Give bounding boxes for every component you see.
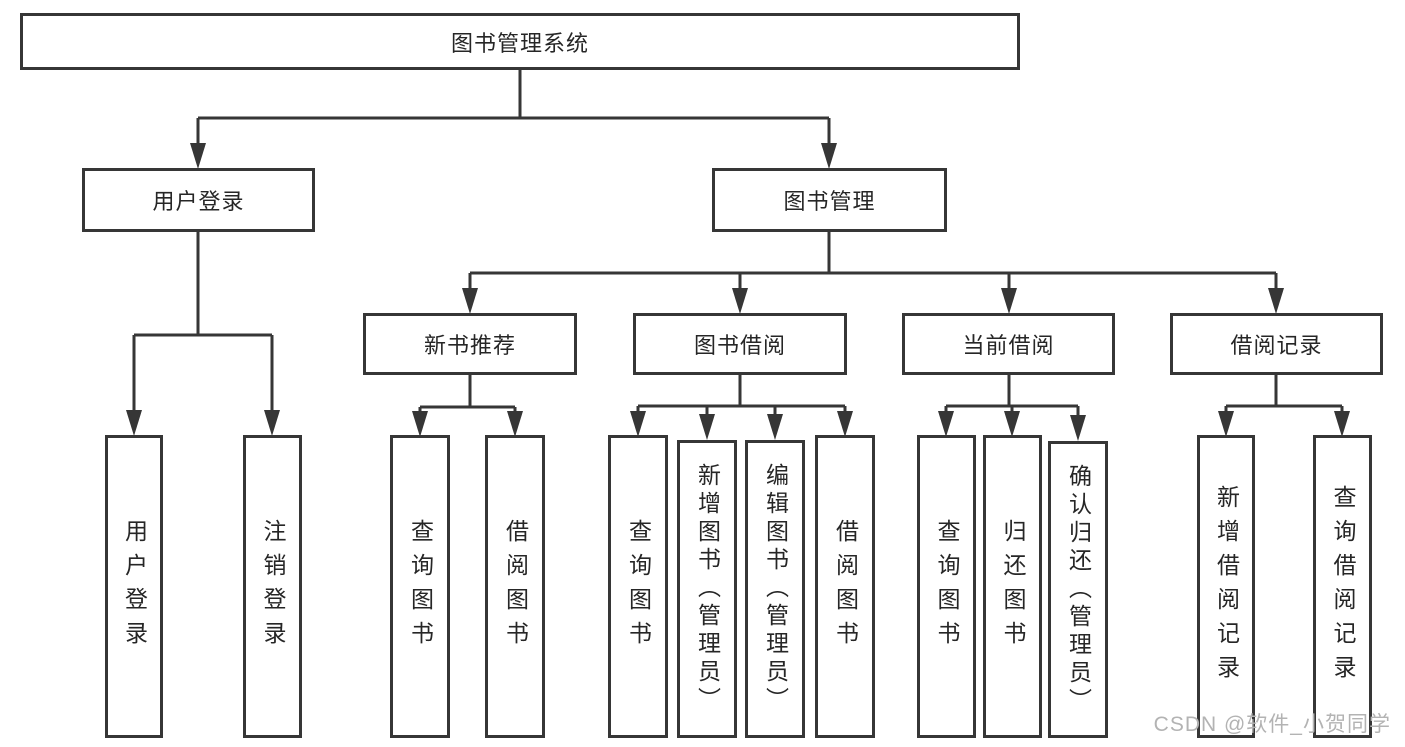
leaf-records-query-record: 查询借阅记录 [1313, 435, 1372, 738]
connector-current-borrowing-to-leaves [938, 375, 1086, 441]
leaf-borrow-borrow-books-label: 借阅图书 [832, 518, 859, 655]
leaf-user-login-label: 用户登录 [121, 518, 148, 655]
csdn-watermark: CSDN @软件_小贺同学 [1153, 713, 1391, 736]
leaf-records-add-record-label: 新增借阅记录 [1213, 484, 1240, 689]
arrowhead [630, 411, 646, 437]
leaf-logout-label: 注销登录 [260, 518, 286, 655]
connector-borrow-records-to-leaves [1218, 375, 1350, 437]
leaf-current-query-books-label: 查询图书 [934, 518, 960, 655]
arrowhead [1268, 288, 1284, 314]
leaf-records-add-record: 新增借阅记录 [1197, 435, 1255, 738]
connector-book-borrowing-to-leaves [630, 375, 853, 440]
connector-line [196, 70, 831, 143]
node-borrow-records: 借阅记录 [1170, 313, 1383, 375]
leaf-borrow-query-books: 查询图书 [608, 435, 668, 738]
leaf-borrow-add-books-admin: 新增图书（管理员） [677, 440, 737, 738]
leaf-recommend-query-books: 查询图书 [390, 435, 450, 738]
arrowhead [1004, 411, 1020, 437]
node-borrow-records-label: 借阅记录 [1230, 333, 1323, 358]
node-book-management: 图书管理 [712, 168, 947, 232]
node-root: 图书管理系统 [20, 13, 1020, 70]
arrowhead [837, 411, 853, 437]
leaf-current-return-books-label: 归还图书 [1000, 518, 1026, 655]
arrowhead [767, 414, 783, 440]
node-user-login-label: 用户登录 [152, 189, 245, 214]
arrowhead [821, 143, 837, 169]
leaf-borrow-edit-books-admin-label: 编辑图书（管理员） [762, 463, 789, 715]
node-current-borrowing: 当前借阅 [902, 313, 1115, 375]
leaf-recommend-borrow-books-label: 借阅图书 [502, 518, 529, 655]
node-root-label: 图书管理系统 [450, 30, 589, 56]
node-book-borrowing-label: 图书借阅 [693, 333, 786, 358]
leaf-recommend-query-books-label: 查询图书 [407, 518, 434, 655]
connector-line [636, 375, 847, 414]
node-user-login: 用户登录 [82, 168, 315, 232]
connector-root-to-level2 [190, 70, 837, 169]
arrowhead [1334, 411, 1350, 437]
leaf-borrow-borrow-books: 借阅图书 [815, 435, 875, 738]
leaf-borrow-edit-books-admin: 编辑图书（管理员） [745, 440, 805, 738]
node-book-borrowing: 图书借阅 [633, 313, 847, 375]
leaf-borrow-query-books-label: 查询图书 [625, 518, 652, 655]
leaf-recommend-borrow-books: 借阅图书 [485, 435, 545, 738]
arrowhead [507, 411, 523, 437]
arrowhead [699, 414, 715, 440]
arrowhead [462, 288, 478, 314]
arrowhead [938, 411, 954, 437]
connector-line [132, 232, 274, 410]
leaf-records-query-record-label: 查询借阅记录 [1330, 484, 1356, 689]
leaf-current-confirm-return-admin-label: 确认归还（管理员） [1065, 463, 1092, 716]
connector-new-book-recommend-to-leaves [412, 375, 523, 437]
arrowhead [1218, 411, 1234, 437]
connector-book-management-to-level3 [462, 232, 1284, 314]
connector-line [944, 375, 1080, 415]
leaf-current-return-books: 归还图书 [983, 435, 1042, 738]
arrowhead [264, 410, 280, 436]
arrowhead [126, 410, 142, 436]
node-current-borrowing-label: 当前借阅 [962, 333, 1055, 358]
connector-line [468, 232, 1278, 288]
connector-line [1224, 375, 1344, 411]
leaf-current-query-books: 查询图书 [917, 435, 976, 738]
node-book-management-label: 图书管理 [783, 189, 876, 214]
arrowhead [1001, 288, 1017, 314]
connector-line [418, 375, 517, 411]
leaf-user-login: 用户登录 [105, 435, 163, 738]
connector-user-login-to-leaves [126, 232, 280, 436]
node-new-book-recommend-label: 新书推荐 [423, 333, 516, 358]
leaf-current-confirm-return-admin: 确认归还（管理员） [1048, 441, 1108, 738]
arrowhead [412, 411, 428, 437]
leaf-borrow-add-books-admin-label: 新增图书（管理员） [694, 463, 721, 715]
node-new-book-recommend: 新书推荐 [363, 313, 577, 375]
arrowhead [190, 143, 206, 169]
leaf-logout: 注销登录 [243, 435, 302, 738]
arrowhead [1070, 415, 1086, 441]
arrowhead [732, 288, 748, 314]
